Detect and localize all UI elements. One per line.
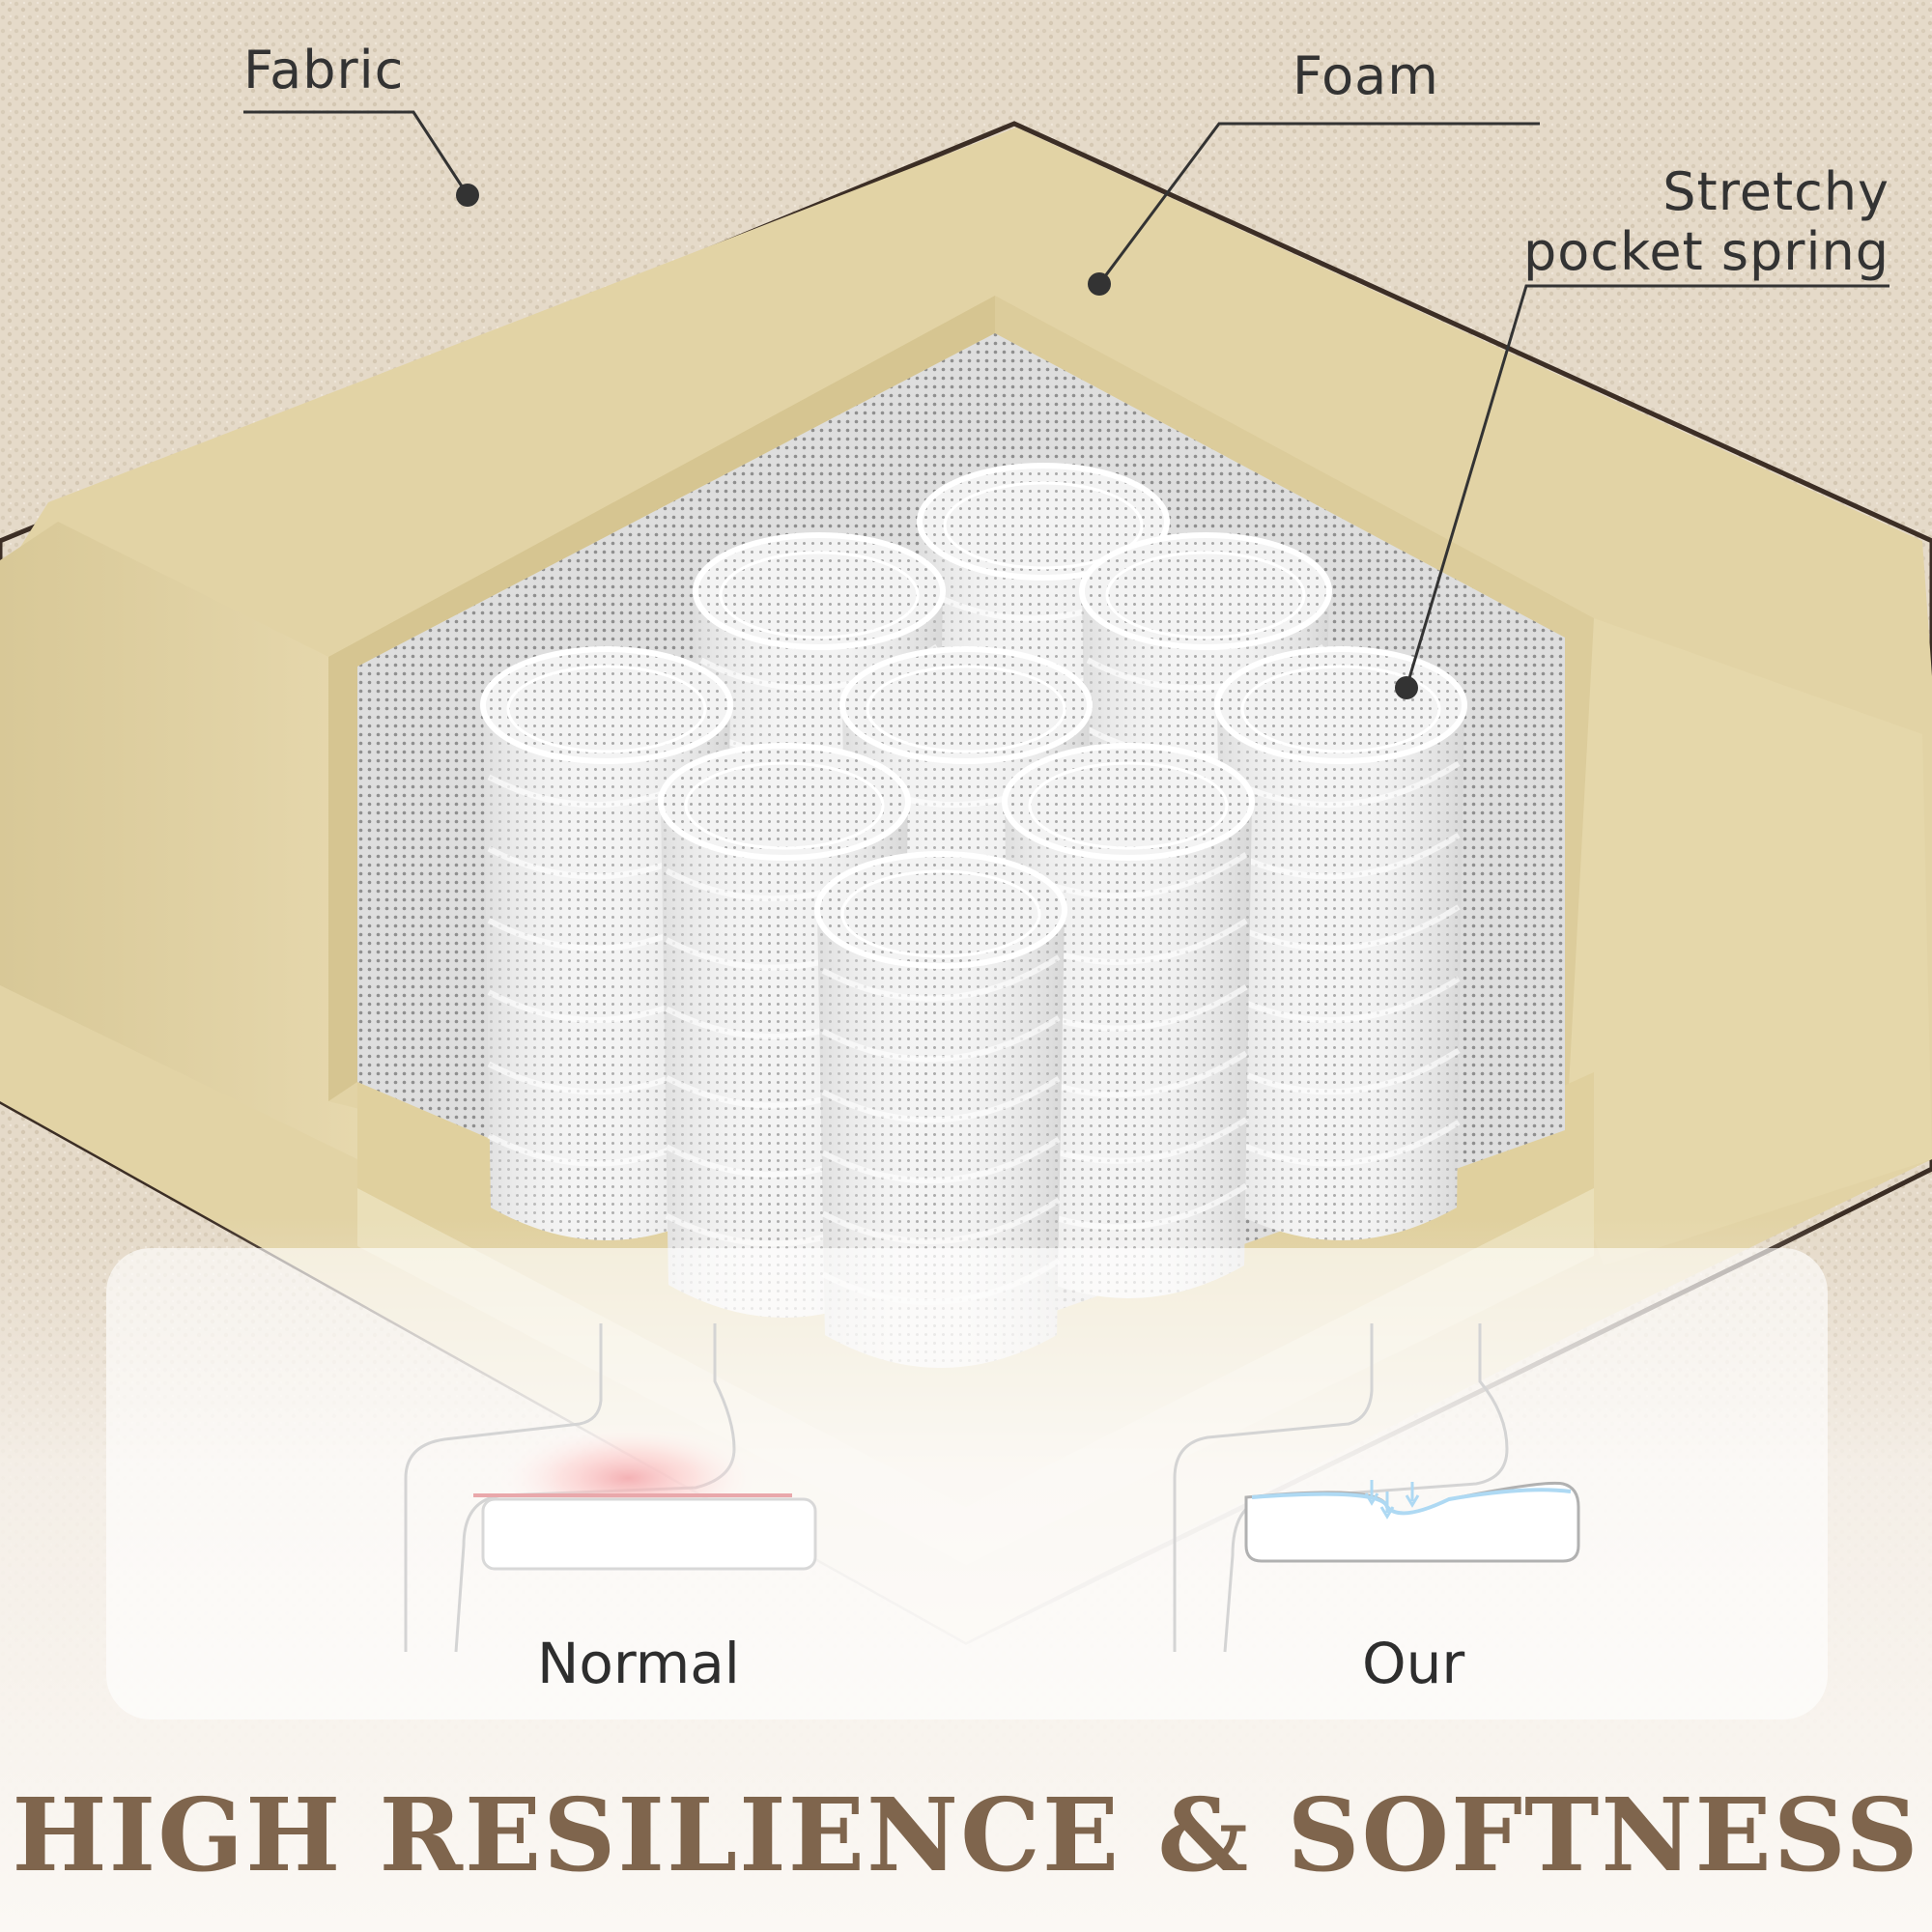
pocket-spring-group [480, 463, 1467, 1368]
foam-front-right [1565, 618, 1932, 1265]
comparison-panel [106, 1248, 1828, 1719]
our-label: Our [1362, 1631, 1465, 1696]
pocket-spring [1214, 646, 1467, 1240]
spring-leader [1395, 284, 1889, 699]
normal-label: Normal [537, 1631, 740, 1696]
foam-label: Foam [1293, 45, 1439, 106]
foam-leader [1088, 122, 1540, 296]
fabric-label: Fabric [243, 40, 405, 100]
pocket-spring-label: Stretchy pocket spring [1522, 161, 1889, 283]
foam-inner-wall-right [995, 296, 1594, 1140]
pocket-spring-label-line2: pocket spring [1522, 221, 1889, 283]
pocket-spring [1002, 743, 1255, 1298]
fabric-leader [243, 110, 479, 207]
foam-front-left [0, 522, 406, 1159]
headline: HIGH RESILIENCE & SOFTNESS [12, 1776, 1920, 1894]
pocket-spring-label-line1: Stretchy [1662, 161, 1889, 222]
